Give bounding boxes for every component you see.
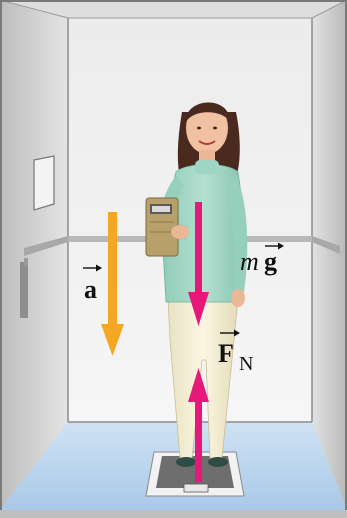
normal-force-label-f: F: [218, 339, 234, 368]
held-book: [146, 198, 178, 256]
right-wall: [312, 0, 347, 510]
weight-label-g: g: [264, 247, 277, 276]
left-wall: [0, 0, 68, 510]
weight-label-m: m: [240, 247, 259, 276]
wall-panel: [34, 156, 54, 210]
normal-force-label-sub: N: [239, 353, 253, 375]
acceleration-label-text: a: [84, 275, 97, 304]
